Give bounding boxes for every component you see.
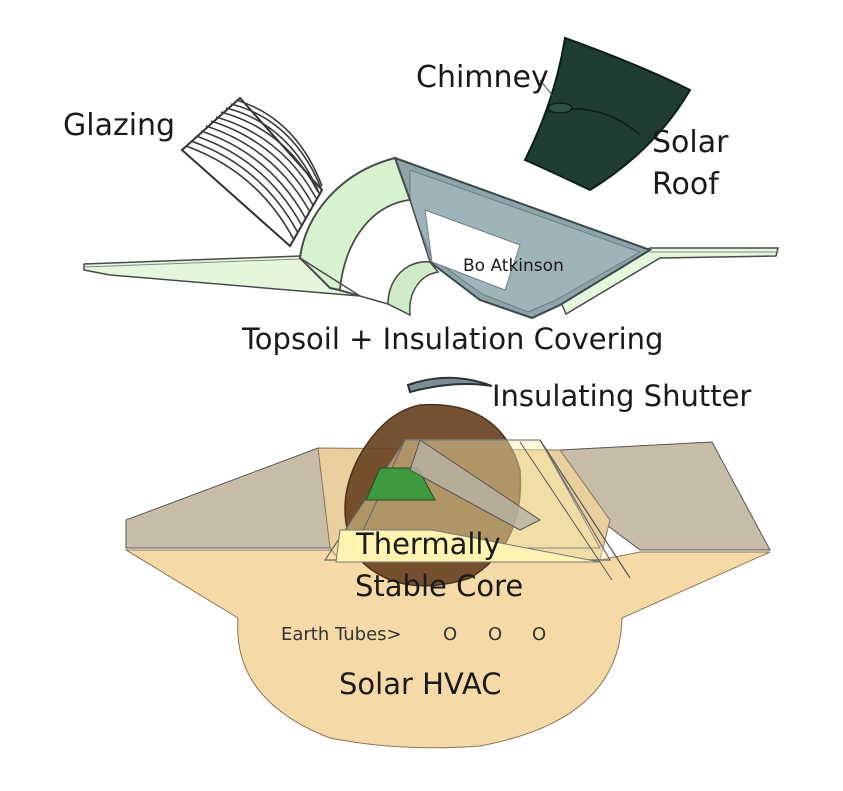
credit-label: Bo Atkinson bbox=[463, 256, 564, 276]
glazing-label: Glazing bbox=[63, 108, 176, 143]
core-label-line2: Stable Core bbox=[355, 569, 524, 603]
credit-panel bbox=[424, 209, 521, 291]
solar-roof-label-line1: Solar bbox=[652, 125, 729, 160]
topsoil-label: Topsoil + Insulation Covering bbox=[242, 322, 664, 356]
chimney-label: Chimney bbox=[416, 60, 549, 95]
right-roof-flap bbox=[559, 247, 779, 316]
insulating-shutter-label: Insulating Shutter bbox=[492, 379, 752, 413]
chimney-vent bbox=[547, 102, 573, 114]
planter-bed bbox=[365, 467, 436, 501]
earth-tube-2: O bbox=[488, 624, 503, 645]
earth-body bbox=[124, 549, 771, 749]
solar-roof-panel bbox=[523, 36, 692, 192]
glazing-panel bbox=[180, 96, 324, 248]
roof-assembly bbox=[83, 156, 779, 320]
earth-tubes-label: Earth Tubes> bbox=[281, 624, 402, 645]
core-label-line1: Thermally bbox=[356, 527, 501, 561]
left-earth-wing bbox=[125, 447, 351, 549]
earth-tube-1: O bbox=[443, 624, 458, 645]
solar-hvac-label: Solar HVAC bbox=[339, 667, 502, 701]
insulating-shutter bbox=[406, 376, 493, 394]
earth-shelter-base bbox=[124, 376, 771, 749]
solar-roof-label-line2: Roof bbox=[652, 167, 719, 202]
earth-tube-3: O bbox=[532, 624, 547, 645]
